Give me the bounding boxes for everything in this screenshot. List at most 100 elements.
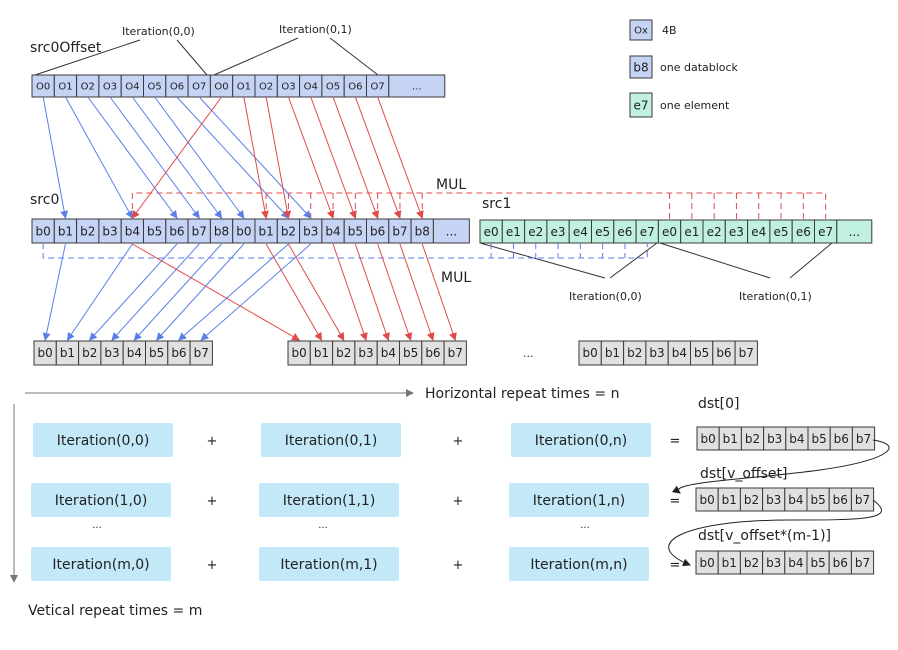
src1-cell: e4: [568, 219, 593, 244]
src1-cell: e0: [479, 219, 503, 244]
offset-cell-label: O1: [58, 82, 72, 93]
iteration-box: Iteration(1,0): [31, 483, 171, 517]
offset-cell: O1: [53, 74, 78, 98]
gather-arrows: [42, 96, 457, 341]
src0-cell: b5: [343, 218, 368, 244]
iteration-grid: Iteration(0,0)Iteration(0,1)Iteration(0,…: [31, 423, 680, 581]
src0-cell-label: b2: [80, 224, 95, 238]
iteration-leader-lines: [34, 37, 833, 279]
src0-cell-label: b7: [192, 224, 207, 238]
iteration-box-label: Iteration(m,1): [280, 557, 377, 573]
offset-cell-label: O6: [170, 82, 184, 93]
legend-text: one element: [660, 99, 730, 112]
dst-row-connectors: [668, 439, 890, 567]
src0-cell-label: b3: [303, 224, 318, 238]
src1-cell-label: e5: [595, 225, 610, 239]
result-arrow-red: [377, 243, 413, 341]
gather-arrow-blue: [87, 96, 178, 219]
dst-cell-label: b4: [788, 556, 803, 570]
dst-cell-label: b1: [723, 432, 738, 446]
offset-cell-label: ...: [412, 82, 422, 93]
offset-cell-label: O3: [103, 82, 117, 93]
offset-cell-label: O6: [348, 82, 362, 93]
dst-cell-label: b1: [722, 493, 737, 507]
src1-cell-label: ...: [849, 225, 860, 239]
src1-cell-label: e7: [818, 225, 833, 239]
iteration-box: Iteration(m,1): [259, 547, 399, 581]
src0-cell-label: b0: [236, 224, 251, 238]
offset-cell: O6: [165, 74, 189, 98]
iteration-box-label: Iteration(0,0): [57, 433, 150, 449]
src0-cell-label: b6: [370, 224, 385, 238]
src0-cell: b1: [53, 218, 78, 244]
offset-cell-label: O2: [259, 82, 273, 93]
offset-cell: O4: [120, 74, 144, 98]
result-cell-label: b7: [448, 346, 463, 360]
mul-label-top: MUL: [436, 177, 466, 193]
mul-top-bracket: [131, 192, 827, 219]
dst-cell-label: b6: [833, 493, 848, 507]
src0-cell-label: b3: [102, 224, 117, 238]
src0-cell-label: b0: [36, 224, 51, 238]
grid-ellipsis: ...: [92, 520, 102, 531]
src1-cell: e2: [524, 219, 548, 244]
src1-cell-label: e4: [573, 225, 588, 239]
result-cell-label: b2: [336, 346, 351, 360]
gather-arrow-red: [377, 96, 424, 219]
plus-sign: +: [207, 494, 218, 509]
dst-cell-label: b3: [766, 556, 781, 570]
offset-cell-label: O5: [326, 82, 340, 93]
src0-cell-label: b1: [259, 224, 274, 238]
offset-cell-label: O3: [281, 82, 295, 93]
src0-cell-label: b6: [169, 224, 184, 238]
dst-cell-label: b6: [834, 432, 849, 446]
src0-ellipsis: ...: [432, 218, 470, 244]
iteration-label-top-0-1: Iteration(0,1): [279, 23, 352, 36]
src1-cell-label: e2: [707, 225, 722, 239]
dst-cell-label: b0: [699, 493, 714, 507]
dst-cell-label: b7: [855, 493, 870, 507]
offset-cell-label: O4: [304, 82, 318, 93]
offset-cell: O3: [98, 74, 122, 98]
dst-cell-label: b7: [856, 432, 871, 446]
result-cell-label: b5: [149, 346, 164, 360]
gather-arrow-blue: [176, 96, 290, 219]
dst-cell-label: b5: [810, 493, 825, 507]
src1-cell: e0: [657, 219, 682, 244]
src0-cell: b6: [165, 218, 189, 244]
gather-arrow-red: [310, 96, 357, 219]
src1-cell: e3: [724, 219, 749, 244]
src0-cell-label: b5: [348, 224, 363, 238]
iteration-box: Iteration(m,0): [31, 547, 171, 581]
offset-ellipsis: ...: [388, 74, 446, 98]
src0-cell: b0: [232, 218, 256, 244]
result-arrow-blue: [133, 243, 222, 341]
gather-arrow-red: [332, 96, 379, 219]
src0-cell-label: b4: [325, 224, 340, 238]
plus-sign: +: [207, 434, 218, 449]
src1-cell-label: e5: [774, 225, 789, 239]
src1-cell: e3: [546, 219, 570, 244]
legend-swatch: [629, 19, 653, 41]
horizontal-repeat-label: Horizontal repeat times = n: [425, 386, 619, 402]
result-cell-label: b0: [583, 346, 598, 360]
offset-cell: O4: [299, 74, 323, 98]
src0-cell-label: ...: [446, 224, 457, 238]
offset-cell: O5: [143, 74, 167, 98]
offset-cell: O0: [209, 74, 234, 98]
dst-v-offset-m-label: dst[v_offset*(m-1)]: [698, 528, 831, 544]
dst-cell-label: b4: [789, 432, 804, 446]
gather-arrow-blue: [154, 96, 245, 219]
repeat-axes: [10, 389, 414, 583]
src1-ellipsis: ...: [836, 219, 873, 244]
dst-cell-label: b1: [722, 556, 737, 570]
src0-cell: b0: [31, 218, 55, 244]
